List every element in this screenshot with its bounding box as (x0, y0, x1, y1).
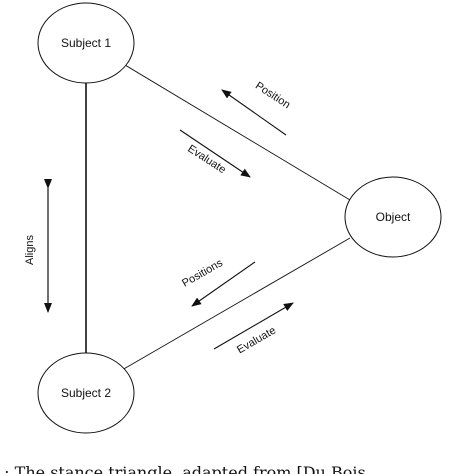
node-object: Object (344, 176, 442, 258)
positions-label: Positions (180, 257, 225, 290)
node-subject-2: Subject 2 (37, 352, 135, 434)
node-object-label: Object (376, 210, 411, 224)
node-subject-2-label: Subject 2 (61, 386, 111, 400)
position-label: Position (253, 80, 292, 111)
edge-subject2-object (121, 237, 351, 371)
edge-subject1-object (124, 64, 351, 201)
positions-arrow (191, 261, 256, 307)
figure-caption: 1: The stance triangle, adapted from [Du… (0, 463, 366, 474)
evaluate-arrow-top (179, 129, 251, 178)
position-arrow (221, 89, 287, 136)
evaluate-label-bottom: Evaluate (235, 325, 278, 357)
aligns-label: Aligns (24, 235, 36, 265)
evaluate-arrow-bottom (213, 302, 294, 350)
node-subject-1: Subject 1 (37, 2, 135, 84)
node-subject-1-label: Subject 1 (61, 36, 111, 50)
